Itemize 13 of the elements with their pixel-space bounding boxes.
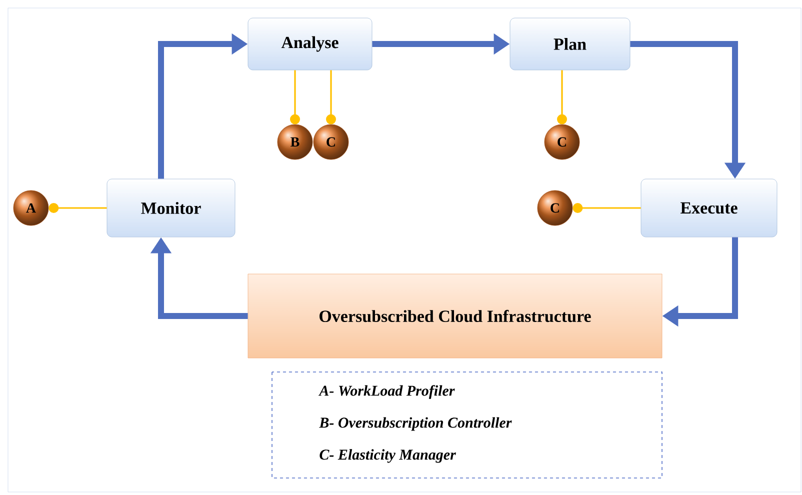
connector-line	[48, 203, 107, 213]
legend-entry: A- WorkLoad Profiler	[318, 385, 455, 399]
legend-entry: B- Oversubscription Controller	[319, 417, 512, 431]
legend-entry: C- Elasticity Manager	[320, 449, 456, 463]
process-box: Plan	[510, 18, 630, 70]
connector-line	[557, 70, 567, 124]
process-box: Monitor	[106, 178, 236, 238]
connector-line	[326, 70, 336, 124]
connector-line	[572, 203, 641, 213]
process-box: Analyse	[248, 18, 372, 70]
infrastructure-box: Oversubscribed Cloud Infrastructure	[248, 274, 662, 358]
connector-line	[290, 70, 300, 124]
process-box: Execute	[640, 178, 778, 238]
